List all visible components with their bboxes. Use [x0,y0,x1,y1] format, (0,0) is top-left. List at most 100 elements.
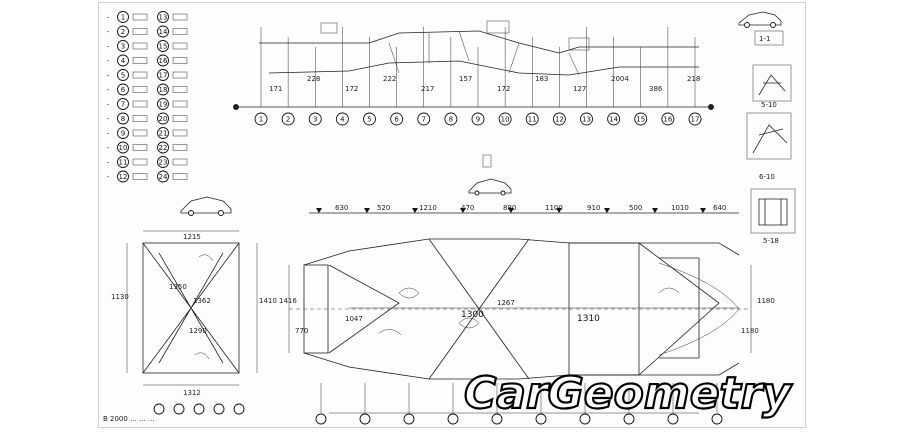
reference-point [213,403,225,415]
dimension-arrow [460,208,466,213]
dimension-arrow [316,208,322,213]
legend-part-icon [132,57,148,64]
reference-point-label: 1 [259,116,263,124]
legend-dash: - [107,144,110,152]
dimension-label: 2004 [611,75,629,83]
legend-part-icon [132,144,148,151]
legend-marker [117,11,129,23]
legend-part-icon [172,13,188,21]
detail-label: 5-10 [761,101,777,109]
legend-marker [157,170,169,183]
reference-point [471,112,485,126]
reference-point [661,112,675,126]
reference-point-label: 3 [313,116,317,124]
legend-number: 4 [121,57,126,65]
legend-dash: - [107,101,110,109]
legend-part-icon [132,115,148,122]
legend-part-icon [132,158,148,166]
reference-point [552,112,566,126]
reference-point-label: 5 [367,116,371,124]
legend-marker [157,98,169,110]
dimension-arrow [556,208,562,213]
reference-point [667,413,679,425]
dimension-arrow [652,208,658,213]
legend-part-icon [172,28,188,35]
legend-number: 6 [121,86,126,94]
reference-point-label: 7 [422,116,426,124]
legend-marker [157,54,169,67]
reference-point-label: 16 [663,116,672,124]
reference-point [711,413,723,425]
legend-dash: - [107,130,110,138]
center-dimension-label: 1267 [497,299,515,307]
reference-point-label: 12 [555,116,564,124]
reference-point-label: 4 [340,116,345,124]
dimension-arrow [412,208,418,213]
legend-marker [117,170,129,183]
reference-point [623,413,635,425]
legend-dash: - [107,43,110,51]
legend-part-icon [132,71,148,79]
legend-number: 21 [159,130,168,138]
reference-point [634,112,648,126]
legend-part-icon [132,13,148,21]
legend-dash: - [107,14,110,22]
legend-marker [157,112,169,125]
reference-point [444,112,458,126]
dimension-label: 1130 [111,293,129,301]
legend-part-icon [132,173,148,180]
legend-part-icon [172,158,188,166]
legend-dash: - [107,28,110,36]
legend-number: 22 [159,144,168,152]
reference-point [535,413,547,425]
dimension-label: 183 [535,75,548,83]
reference-point [491,413,503,425]
dimension-arrow [700,208,706,213]
underbody-plan-view [288,212,752,414]
legend-dash: - [107,72,110,80]
legend-part-icon [132,129,148,137]
legend-number: 5 [121,72,125,80]
dimension-label: 1362 [193,297,211,305]
dimension-label: 1312 [183,389,201,397]
legend-part-icon [172,144,188,151]
legend-dash: - [107,57,110,65]
reference-point [498,112,512,126]
front-view-points [153,403,245,415]
legend-marker [157,156,169,168]
side-dimension-label: 770 [295,327,308,335]
legend-marker [117,98,129,110]
legend-part-icon [172,173,188,180]
reference-point [153,403,165,415]
reference-point-label: 15 [636,116,645,124]
reference-point [688,112,702,126]
reference-point [335,112,349,126]
cargeometry-logo: CarGeometry [463,367,794,420]
side-dimension-label: 1180 [757,297,775,305]
legend-marker [117,69,129,81]
reference-point-label: 8 [449,116,453,124]
legend-marker [157,40,169,52]
reference-point-label: 2 [286,116,290,124]
legend-number: 8 [121,115,125,123]
dimension-label: 228 [307,75,320,83]
reference-point-label: 17 [691,116,700,124]
reference-point [254,112,268,126]
legend-marker [117,127,129,139]
reference-point [308,112,322,126]
legend-number: 20 [159,115,168,123]
dimension-label: 217 [421,85,434,93]
dimension-label: 500 [629,204,642,212]
legend-part-icon [132,42,148,50]
detail-label: 1-1 [759,35,770,43]
footnote: B 2000 ... ... ... [103,415,155,423]
underbody-points [315,208,723,425]
reference-point [173,403,185,415]
reference-point-label: 14 [609,116,618,124]
legend-dash: - [107,159,110,167]
reference-point-label: 11 [528,116,537,124]
legend-number: 12 [119,173,128,181]
